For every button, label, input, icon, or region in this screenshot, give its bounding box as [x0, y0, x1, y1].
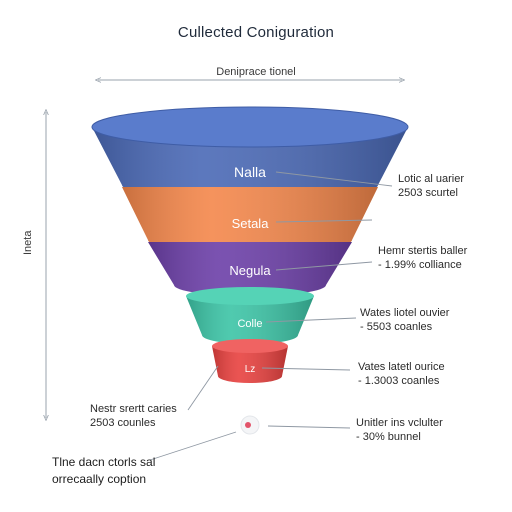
- stage-label-3: Negula: [229, 263, 271, 278]
- annotation-left-line2: 2503 counles: [90, 417, 156, 429]
- funnel-stage-2: [122, 187, 378, 252]
- annotation-5-line2: - 30% bunnel: [356, 431, 421, 443]
- stage-label-5: Lz: [245, 364, 256, 375]
- funnel-stage-3: [148, 242, 352, 296]
- stage-label-4: Colle: [237, 318, 262, 330]
- leader-lines: [149, 171, 393, 461]
- annotation-4: Vates latetl ourice - 1.3003 coanles: [358, 360, 445, 388]
- leader-line-2: [275, 219, 373, 223]
- annotation-3-line2: - 5503 coanles: [360, 321, 433, 333]
- annotation-5-line1: Unitler ins vclulter: [356, 417, 443, 429]
- annotation-3: Wates liotel ouvier - 5503 coanles: [360, 306, 449, 334]
- leader-line-footer: [149, 431, 237, 461]
- annotation-2-line1: Hemr stertis baller: [378, 245, 468, 257]
- stage-label-1: Nalla: [234, 164, 266, 180]
- funnel-stage-4: [186, 287, 314, 344]
- annotation-2: Hemr stertis baller - 1.99% colliance: [378, 244, 467, 272]
- annotation-5: Unitler ins vclulter - 30% bunnel: [356, 416, 443, 444]
- annotation-4-line1: Vates latetl ourice: [358, 361, 445, 373]
- leader-line-5: [261, 367, 351, 371]
- leader-line-3: [275, 261, 373, 271]
- footer-caption-line1: Tlne dacn ctorls sal: [52, 455, 156, 469]
- footer-caption-line2: orrecaally coption: [52, 472, 147, 486]
- footer-caption: Tlne dacn ctorls sal orrecaally coption: [52, 454, 155, 488]
- top-dimension-label: Denipracе tionel: [216, 66, 296, 78]
- stage-label-2: Setala: [232, 216, 270, 231]
- diagram-title: Cullected Conigurаtion: [177, 24, 335, 41]
- leader-line-4: [265, 317, 357, 323]
- funnel-stage-1: [91, 106, 409, 199]
- annotation-1-line1: Lotic al uarier: [398, 173, 465, 185]
- funnel-stage-5: [212, 339, 288, 383]
- annotation-1: Lotic al uarier 2503 scurtel: [398, 172, 464, 200]
- marker-dot: [245, 422, 251, 428]
- annotation-left: Nestr srertt caries 2503 counles: [90, 402, 177, 430]
- annotation-1-line2: 2503 scurtel: [398, 187, 458, 199]
- annotation-2-line2: - 1.99% colliance: [378, 259, 462, 271]
- leader-line-left: [187, 365, 219, 411]
- annotation-4-line2: - 1.3003 coanles: [358, 375, 440, 387]
- leader-line-1: [275, 171, 393, 187]
- leader-line-marker: [267, 425, 351, 429]
- annotation-3-line1: Wates liotel ouvier: [360, 307, 450, 319]
- annotation-left-line1: Nestr srertt caries: [90, 403, 177, 415]
